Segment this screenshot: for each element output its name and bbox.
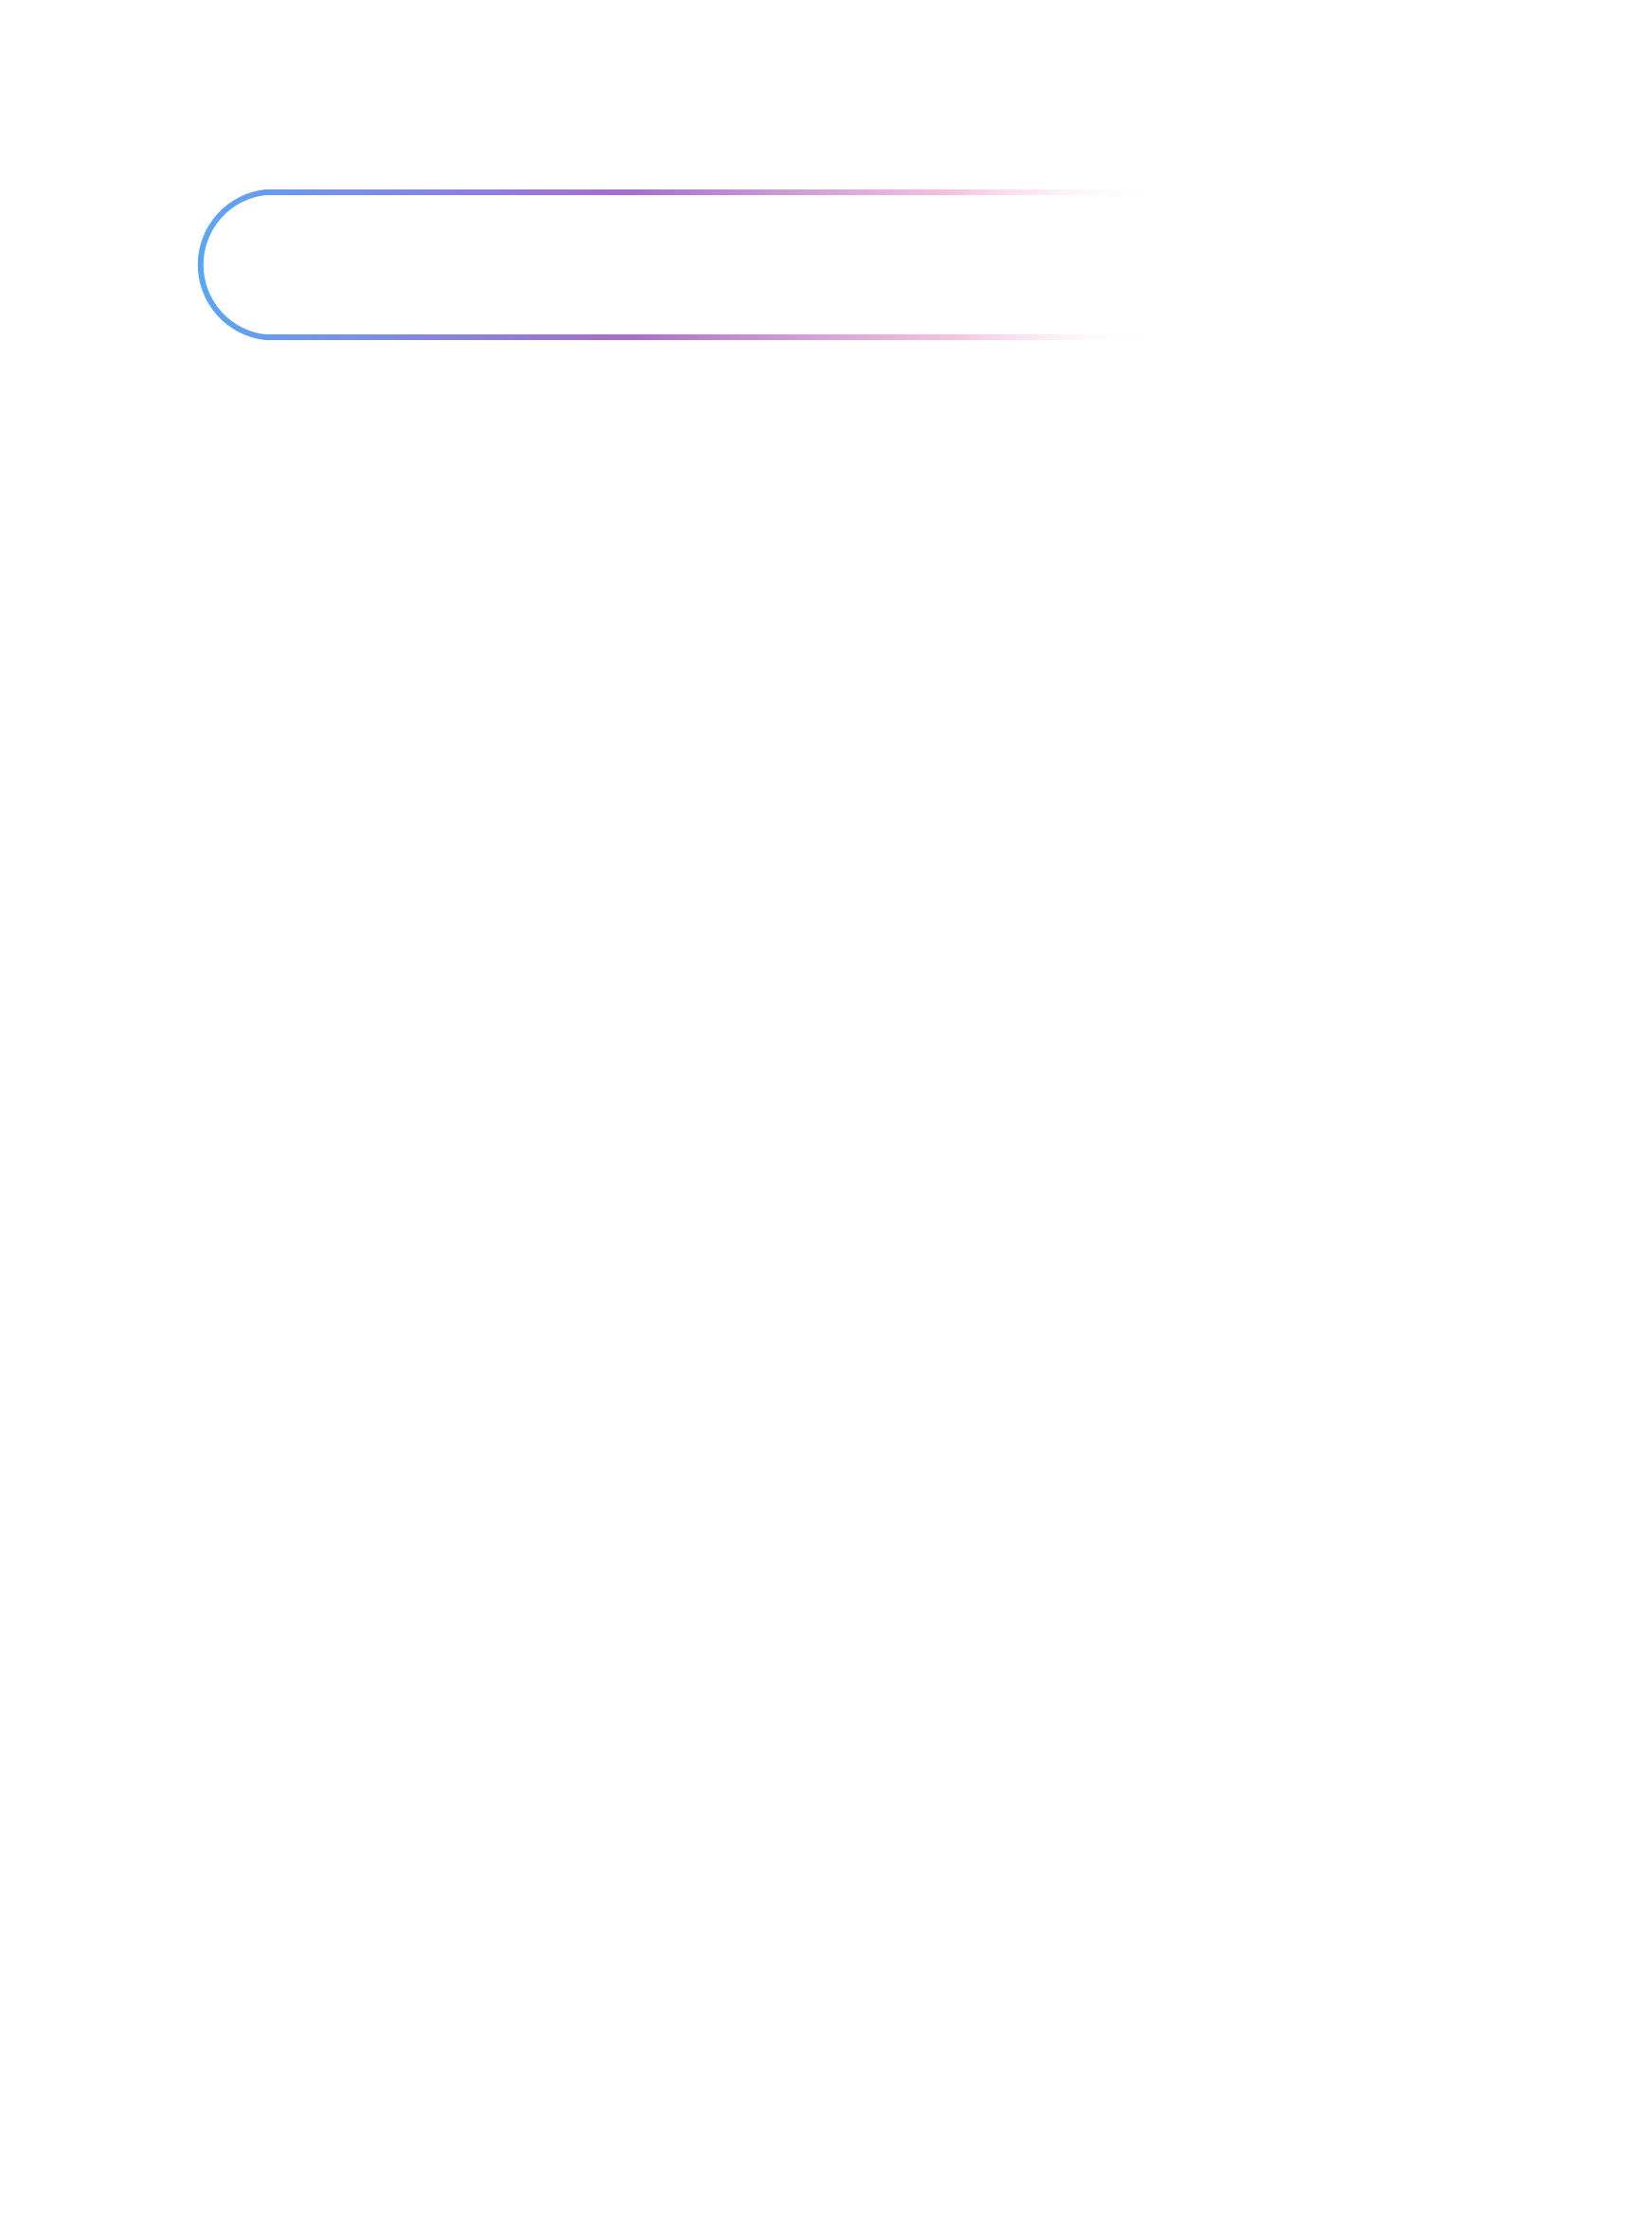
pill-border-path: [197, 189, 1168, 340]
